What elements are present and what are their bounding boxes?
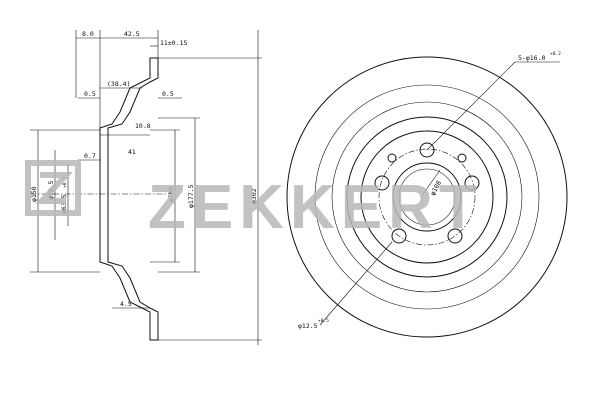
dim-38-4: (38.4) xyxy=(107,80,130,88)
dim-4-5: 4.5 xyxy=(120,300,132,308)
dim-0-5-left: 0.5 xyxy=(84,90,96,98)
dim-177-5: φ177.5 xyxy=(187,184,195,208)
dim-41: 41 xyxy=(128,148,136,156)
dim-11: 11±0.15 xyxy=(160,39,187,47)
side-section-view: 8.0 42.5 11±0.15 (38.4) 0.5 0.5 10.8 41 … xyxy=(30,30,262,345)
logo-wordmark: ZEKKERT xyxy=(148,173,483,242)
dim-pin-tol: +0.5 xyxy=(318,318,329,324)
dim-63-5-tol: +0.1 xyxy=(62,177,68,188)
dim-160: φ160 xyxy=(167,186,175,202)
dim-42-5: 42.5 xyxy=(124,30,140,38)
dim-0-5-right: 0.5 xyxy=(162,90,174,98)
dim-302: φ302 xyxy=(250,188,258,204)
dim-10-8: 10.8 xyxy=(135,122,151,130)
z-logo-icon xyxy=(25,160,81,216)
front-view: 5-φ16.0 +0.2 φ108 φ12.5 +0.5 xyxy=(286,51,568,338)
dim-pin: φ12.5 xyxy=(298,322,318,330)
zekkert-logo: ZEKKERT xyxy=(25,160,483,242)
dim-holes-tol: +0.2 xyxy=(550,51,561,57)
dim-150: φ150 xyxy=(30,186,38,202)
dim-0-7: 0.7 xyxy=(84,152,96,160)
dim-holes: 5-φ16.0 xyxy=(518,54,545,62)
dim-63-5: φ63.5 xyxy=(60,194,68,214)
dim-8-0: 8.0 xyxy=(82,30,94,38)
